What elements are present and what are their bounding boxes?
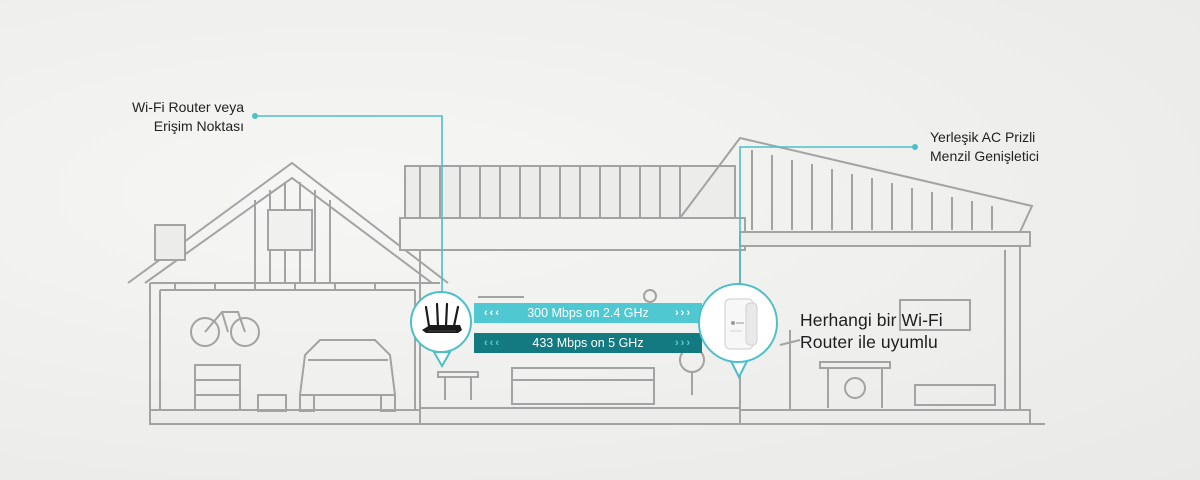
extender-leader-line <box>739 146 916 283</box>
band-5ghz-left-arrows: ‹‹‹ <box>484 337 501 349</box>
router-callout-line2: Erişim Noktası <box>153 118 244 134</box>
compatibility-line1: Herhangi bir Wi-Fi <box>800 310 943 330</box>
extender-callout-line2: Menzil Genişletici <box>930 148 1039 164</box>
router-icon <box>422 302 462 333</box>
extender-bubble-pointer <box>729 360 749 380</box>
band-5ghz-bar: ‹‹‹ 433 Mbps on 5 GHz ››› <box>474 333 702 353</box>
band-2-4ghz-right-arrows: ››› <box>675 307 692 319</box>
band-5ghz-label: 433 Mbps on 5 GHz <box>532 336 644 350</box>
compatibility-text: Herhangi bir Wi-Fi Router ile uyumlu <box>800 309 943 353</box>
router-leader-dot <box>252 113 258 119</box>
band-2-4ghz-left-arrows: ‹‹‹ <box>484 307 501 319</box>
router-leader-line <box>258 115 443 291</box>
range-extender-icon <box>724 298 758 350</box>
router-callout-line1: Wi-Fi Router veya <box>131 99 244 115</box>
router-callout: Wi-Fi Router veya Erişim Noktası <box>96 98 244 136</box>
band-2-4ghz-label: 300 Mbps on 2.4 GHz <box>527 306 649 320</box>
router-bubble-pointer <box>432 351 452 369</box>
extender-leader-dot <box>912 144 918 150</box>
router-bubble <box>410 291 472 353</box>
garage-house <box>127 161 449 425</box>
band-2-4ghz-bar: ‹‹‹ 300 Mbps on 2.4 GHz ››› <box>474 303 702 323</box>
extender-bubble <box>698 283 778 363</box>
band-5ghz-right-arrows: ››› <box>675 337 692 349</box>
right-house <box>679 136 1034 425</box>
extender-callout: Yerleşik AC Prizli Menzil Genişletici <box>930 128 1130 166</box>
compatibility-line2: Router ile uyumlu <box>800 332 938 352</box>
extender-callout-line1: Yerleşik AC Prizli <box>930 129 1036 145</box>
